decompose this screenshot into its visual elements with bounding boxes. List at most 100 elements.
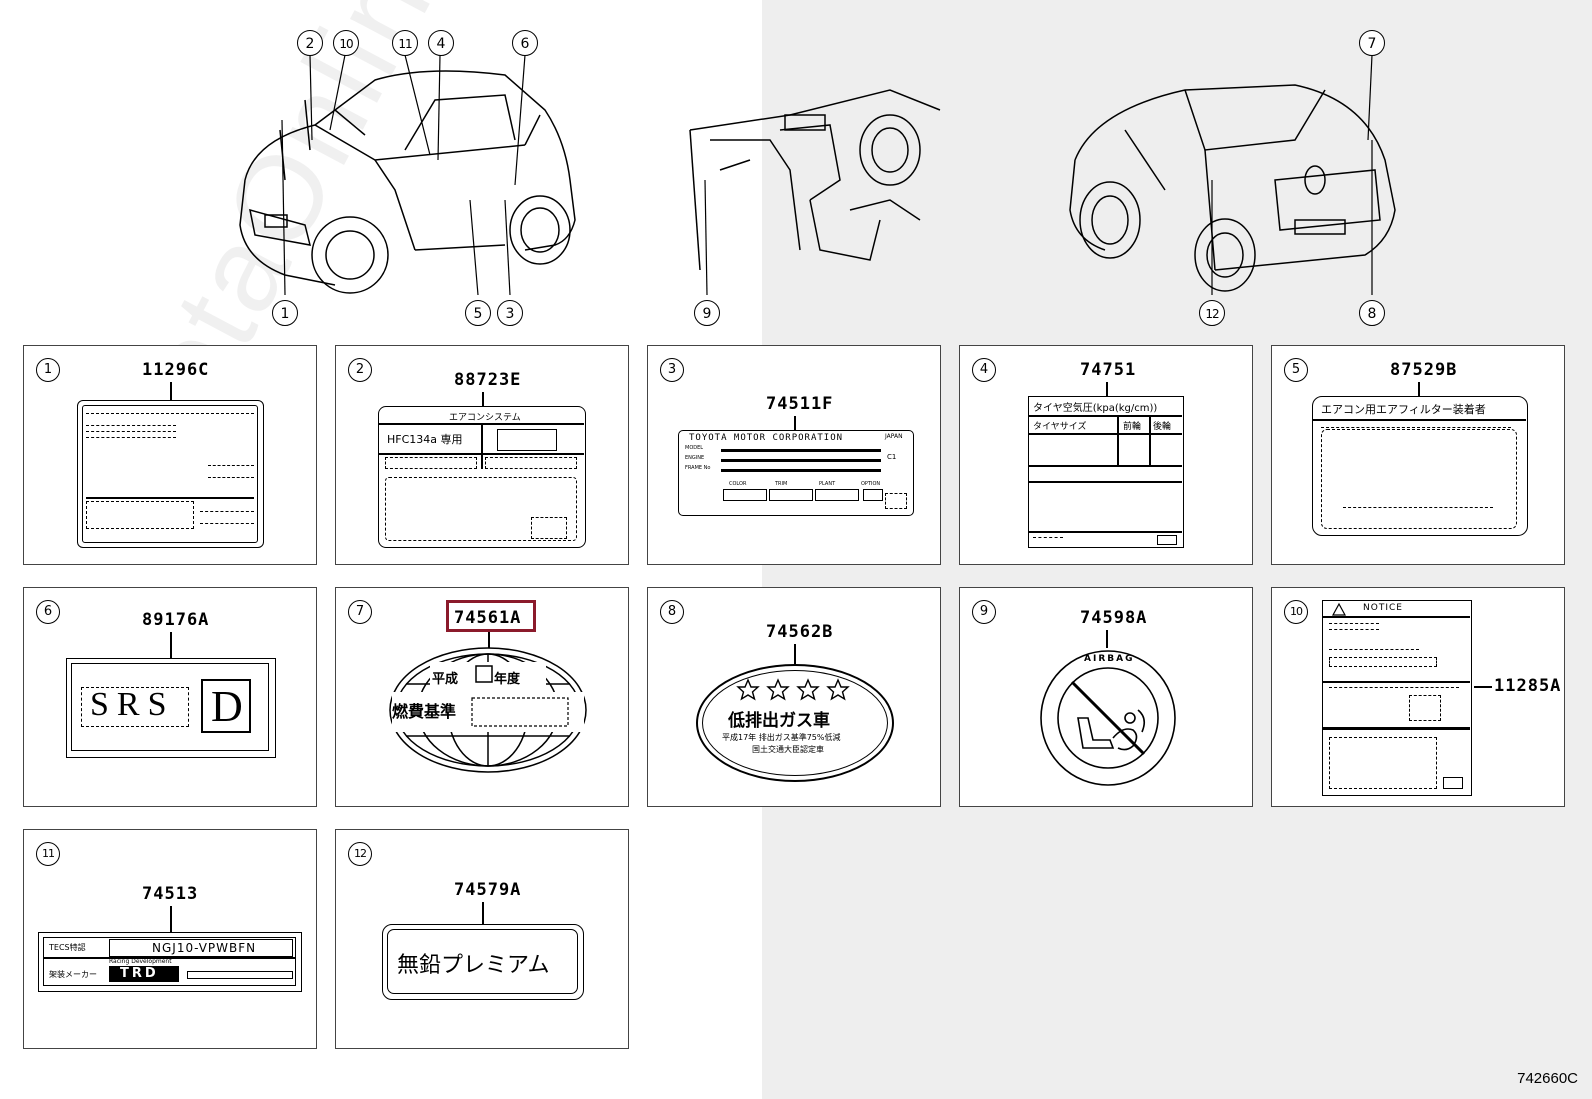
label-panel-4[interactable]: 4 74751 タイヤ空気圧(kpa(kg/cm)) タイヤサイズ 前輪 後輪 (959, 345, 1253, 565)
label-year-suffix: 年度 (494, 672, 521, 687)
callout-9: 9 (694, 300, 720, 326)
callout-2: 2 (297, 30, 323, 56)
label-model-head: TECS特認 (49, 943, 86, 952)
label-drawing: SRS D (66, 658, 276, 758)
label-drawing: NOTICE (1322, 600, 1472, 796)
part-code: 89176A (142, 610, 210, 630)
part-code: 74579A (454, 880, 522, 900)
label-main: 低排出ガス車 (728, 711, 830, 731)
label-standard: 燃費基準 (392, 702, 457, 721)
label-frame: FRAME No (685, 465, 711, 471)
label-note: Racing Development (109, 958, 172, 965)
warning-triangle-icon (1331, 602, 1347, 616)
label-panel-6[interactable]: 6 89176A SRS D (23, 587, 317, 807)
panel-number: 3 (660, 358, 684, 382)
label-panel-9[interactable]: 9 74598A AIRBAG (959, 587, 1253, 807)
callout-3: 3 (497, 300, 523, 326)
airbag-warning-icon (1040, 650, 1176, 786)
callout-11: 11 (392, 30, 418, 56)
panel-number: 7 (348, 600, 372, 624)
callout-4: 4 (428, 30, 454, 56)
label-brand: TRD (120, 966, 159, 981)
label-title: NOTICE (1363, 603, 1403, 613)
label-line1: 平成17年 排出ガス基準75%低減 (722, 733, 841, 742)
label-color: COLOR (729, 481, 747, 487)
label-drawing: エアコン用エアフィルター装着者 (1312, 396, 1528, 536)
label-panel-12[interactable]: 12 74579A 無鉛プレミアム (335, 829, 629, 1049)
label-drawing: TECS特認 NGJ10-VPWBFN Racing Development 架… (38, 932, 302, 992)
part-code: 11296C (142, 360, 210, 380)
callout-1: 1 (272, 300, 298, 326)
label-maker: 架装メーカー (49, 970, 97, 979)
panel-number: 2 (348, 358, 372, 382)
part-code: 74562B (766, 622, 834, 642)
label-panel-2[interactable]: 2 88723E エアコンシステム HFC134a 専用 (335, 345, 629, 565)
label-option: OPTION (861, 481, 881, 487)
panel-number: 5 (1284, 358, 1308, 382)
label-code: C1 (887, 453, 897, 461)
part-code: 74598A (1080, 608, 1148, 628)
label-panel-3[interactable]: 3 74511F TOYOTA MOTOR CORPORATION JAPAN … (647, 345, 941, 565)
dashboard-illustration (689, 89, 941, 271)
panel-number: 6 (36, 600, 60, 624)
callout-7: 7 (1359, 30, 1385, 56)
label-panel-7[interactable]: 7 74561A 平成 年度 燃費基準 (335, 587, 629, 807)
label-maker: TOYOTA MOTOR CORPORATION (689, 433, 844, 443)
panel-number: 10 (1284, 600, 1308, 624)
label-ring: AIRBAG (1084, 654, 1135, 664)
label-model: NGJ10-VPWBFN (152, 941, 257, 955)
label-drawing: TOYOTA MOTOR CORPORATION JAPAN MODEL ENG… (678, 430, 914, 516)
callout-5: 5 (465, 300, 491, 326)
part-code: 88723E (454, 370, 522, 390)
label-panel-1[interactable]: 1 11296C (23, 345, 317, 565)
label-panel-11[interactable]: 11 74513 TECS特認 NGJ10-VPWBFN Racing Deve… (23, 829, 317, 1049)
stars-icon (736, 678, 850, 701)
panel-number: 9 (972, 600, 996, 624)
label-drawing (696, 664, 894, 782)
label-title: タイヤ空気圧(kpa(kg/cm)) (1033, 403, 1158, 414)
column-rear: 後輪 (1153, 422, 1172, 432)
callout-6: 6 (512, 30, 538, 56)
column-front: 前輪 (1123, 422, 1142, 432)
label-engine: ENGINE (685, 455, 705, 461)
label-country: JAPAN (885, 433, 903, 440)
callout-12: 12 (1199, 300, 1225, 326)
label-srs: SRS (90, 686, 175, 723)
panel-number: 1 (36, 358, 60, 382)
label-model: MODEL (685, 445, 704, 451)
callout-8: 8 (1359, 300, 1385, 326)
panel-number: 12 (348, 842, 372, 866)
part-code: 74751 (1080, 360, 1137, 380)
label-trim: TRIM (775, 481, 788, 487)
label-title: エアコンシステム (449, 413, 521, 423)
car-front-illustration (239, 70, 576, 294)
label-drawing: 無鉛プレミアム (382, 924, 584, 1000)
label-d: D (211, 682, 243, 731)
part-code: 11285A (1494, 676, 1562, 696)
label-drawing: エアコンシステム HFC134a 専用 (378, 406, 586, 548)
label-panel-10[interactable]: 10 11285A NOTICE (1271, 587, 1565, 807)
label-plant: PLANT (819, 481, 836, 487)
car-rear-illustration (1069, 84, 1396, 292)
label-title: エアコン用エアフィルター装着者 (1321, 403, 1486, 416)
label-refrigerant: HFC134a 専用 (387, 433, 463, 446)
label-text: 無鉛プレミアム (397, 953, 550, 978)
fuel-economy-label-drawing (389, 647, 587, 773)
highlight-box (446, 600, 536, 632)
label-drawing: タイヤ空気圧(kpa(kg/cm)) タイヤサイズ 前輪 後輪 (1028, 396, 1184, 548)
part-code: 74511F (766, 394, 834, 414)
label-line2: 国土交通大臣認定車 (752, 745, 824, 754)
part-code: 87529B (1390, 360, 1458, 380)
diagram-reference: 742660C (1517, 1070, 1578, 1087)
label-drawing (77, 400, 264, 548)
column-tire-size: タイヤサイズ (1033, 422, 1087, 432)
callout-leaders (281, 54, 1373, 296)
label-panel-8[interactable]: 8 74562B 低排出ガス車 平成17年 排出ガス基準75%低減 国土交通大臣… (647, 587, 941, 807)
panel-number: 11 (36, 842, 60, 866)
panel-number: 8 (660, 600, 684, 624)
panel-number: 4 (972, 358, 996, 382)
label-panel-5[interactable]: 5 87529B エアコン用エアフィルター装着者 (1271, 345, 1565, 565)
callout-10: 10 (333, 30, 359, 56)
label-year: 平成 (432, 672, 459, 687)
part-code: 74513 (142, 884, 199, 904)
